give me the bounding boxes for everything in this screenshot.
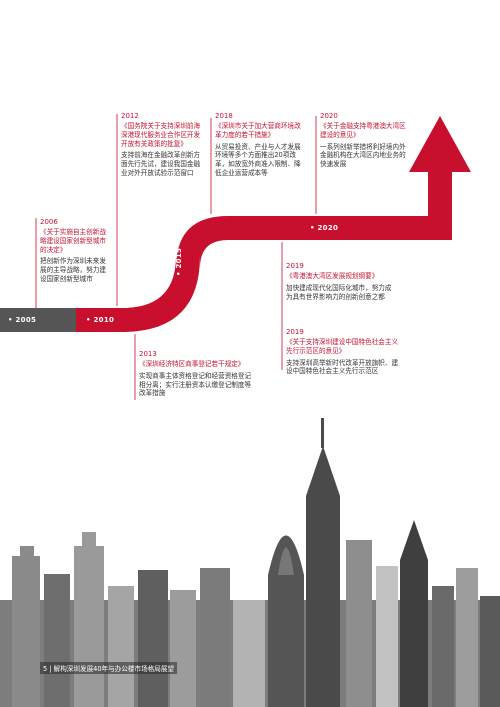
event-title: 《粤港澳大湾区发展规划纲要》 — [286, 272, 379, 281]
event-title: 《国务院关于支持深圳前海深港现代服务业合作区开发开放有关政策的批复》 — [121, 122, 201, 148]
event-body: 把创新作为深圳未来发展的主导战略，努力建设国家创新型城市 — [40, 257, 106, 283]
event-title: 《关于支持深圳建设中国特色社会主义先行示范区的意见》 — [286, 338, 399, 355]
event-body: 从贸易投资、产业与人才发展环境等多个方面推出20项改革，如放宽外商准入限制、降低… — [215, 142, 301, 177]
event-2006: 2006 《关于实施自主创新战略建设国家创新型城市的决定》 把创新作为深圳未来发… — [40, 218, 112, 283]
page-footer: 5 | 解构深圳发展40年与办公楼市场格局展望 — [40, 662, 178, 674]
event-body: 加快建成现代化国际化城市，努力成为具有世界影响力的创新创意之都 — [286, 283, 392, 301]
badge-2005: • 2005 — [8, 316, 37, 324]
leader-lines — [35, 114, 317, 400]
event-year: 2006 — [40, 218, 58, 226]
band-dark — [0, 308, 76, 332]
event-title: 《深圳市关于加大营商环境改革力度的若干措施》 — [215, 122, 301, 139]
badge-2020: • 2020 — [310, 224, 339, 232]
event-body: 支持深圳高举新时代改革开放旗帜、建设中国特色社会主义先行示范区 — [286, 358, 399, 376]
city-skyline — [0, 418, 500, 707]
event-2012: 2012 《国务院关于支持深圳前海深港现代服务业合作区开发开放有关政策的批复》 … — [121, 112, 203, 177]
event-title: 《关于金融支持粤港澳大湾区建设的意见》 — [320, 122, 406, 139]
event-2019-pilot: 2019 《关于支持深圳建设中国特色社会主义先行示范区的意见》 支持深圳高举新时… — [286, 328, 400, 376]
event-body: 支持前海在金融改革创新方面先行先试，建设我国金融业对外开放试验示范窗口 — [121, 151, 201, 177]
event-body: 一系列创新举措将利好境内外金融机构在大湾区内地业务的快速发展 — [320, 142, 406, 169]
badge-2010: • 2010 — [86, 316, 115, 324]
red-timeline-path — [76, 116, 471, 332]
event-year: 2018 — [215, 112, 233, 120]
event-2020: 2020 《关于金融支持粤港澳大湾区建设的意见》 一系列创新举措将利好境内外金融… — [320, 112, 406, 169]
event-title: 《关于实施自主创新战略建设国家创新型城市的决定》 — [40, 228, 106, 254]
event-year: 2012 — [121, 112, 139, 120]
event-2013: 2013 《深圳经济特区商事登记若干规定》 实现商事主体资格登记和经营资格登记相… — [139, 350, 257, 398]
event-title: 《深圳经济特区商事登记若干规定》 — [139, 360, 245, 369]
event-year: 2019 — [286, 262, 304, 270]
event-body: 实现商事主体资格登记和经营资格登记相分离；实行注册资本认缴登记制度等改革措施 — [139, 371, 252, 398]
badge-2015: • 2015 — [175, 247, 183, 276]
event-year: 2019 — [286, 328, 304, 336]
event-year: 2020 — [320, 112, 338, 120]
event-year: 2013 — [139, 350, 157, 358]
event-2018: 2018 《深圳市关于加大营商环境改革力度的若干措施》 从贸易投资、产业与人才发… — [215, 112, 307, 177]
event-2019-gba: 2019 《粤港澳大湾区发展规划纲要》 加快建成现代化国际化城市，努力成为具有世… — [286, 262, 396, 301]
